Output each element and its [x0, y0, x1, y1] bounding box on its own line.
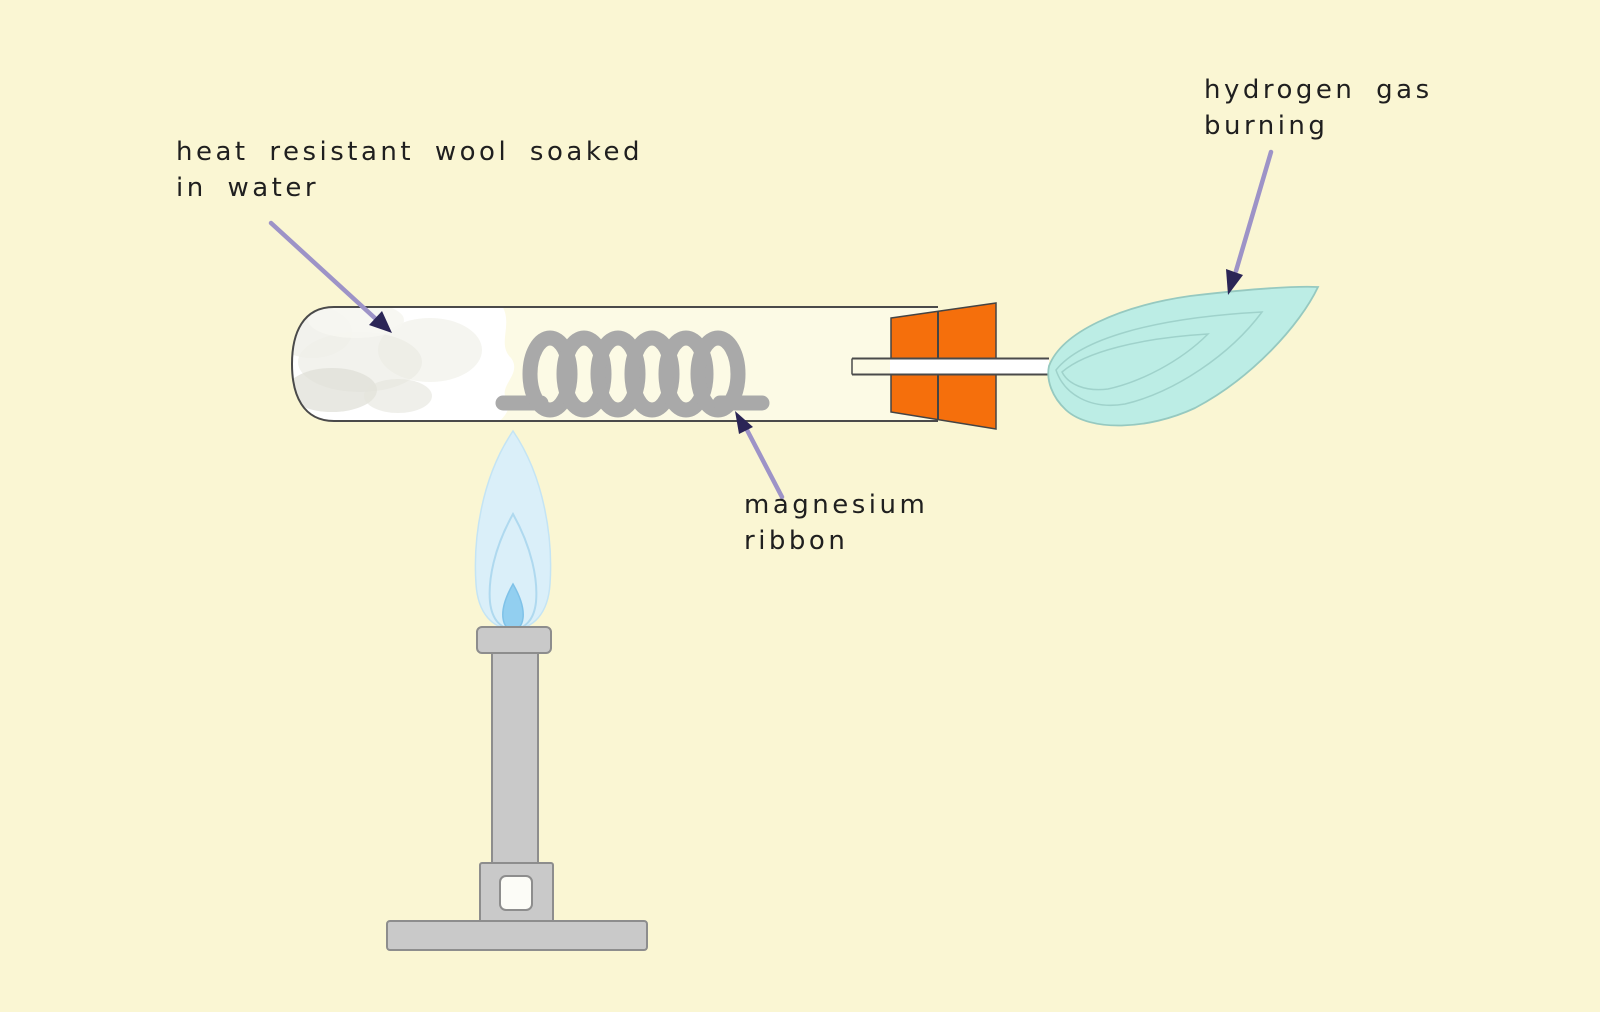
magnesium-arrow-line: [744, 427, 785, 500]
label-line: in water: [176, 173, 320, 203]
delivery-tube: [851, 357, 1049, 376]
label-magnesium-ribbon: magnesium ribbon: [744, 487, 928, 559]
wool-shade: [292, 368, 377, 412]
arrows: [268, 149, 1274, 500]
label-heat-resistant-wool: heat resistant wool soaked in water: [176, 134, 643, 206]
wool-arrowhead: [369, 311, 392, 333]
coil-loop: [658, 330, 714, 418]
burner-nozzle: [476, 626, 552, 654]
test-tube: [290, 306, 938, 422]
hydrogen-flame-vein: [1055, 311, 1264, 406]
hydrogen-flame-body: [1047, 285, 1320, 427]
bunsen-flame: [474, 429, 552, 631]
bunsen-burner: [386, 626, 648, 951]
label-line: burning: [1204, 111, 1329, 141]
hydrogen-arrow-line: [1233, 149, 1274, 274]
wool-shade: [308, 307, 404, 338]
label-line: magnesium: [744, 490, 929, 520]
magnesium-arrowhead: [735, 411, 753, 434]
test-tube-outline: [290, 306, 938, 422]
burner-base: [386, 920, 648, 951]
label-line: ribbon: [744, 526, 849, 556]
wool-shade: [364, 379, 432, 413]
hydrogen-flame-vein: [1061, 333, 1210, 391]
burner-air-hole: [499, 875, 533, 911]
magnesium-coil: [495, 330, 770, 418]
heat-resistant-wool: [292, 307, 515, 421]
hydrogen-arrowhead: [1226, 269, 1243, 295]
delivery-tube-bore: [890, 359, 1049, 374]
wool-arrow-line: [268, 220, 380, 323]
label-line: hydrogen gas: [1204, 75, 1433, 105]
label-line: heat resistant wool soaked: [176, 137, 643, 167]
hydrogen-flame: [1047, 285, 1320, 427]
burner-barrel: [491, 649, 539, 866]
label-hydrogen-gas-burning: hydrogen gas burning: [1204, 72, 1433, 144]
